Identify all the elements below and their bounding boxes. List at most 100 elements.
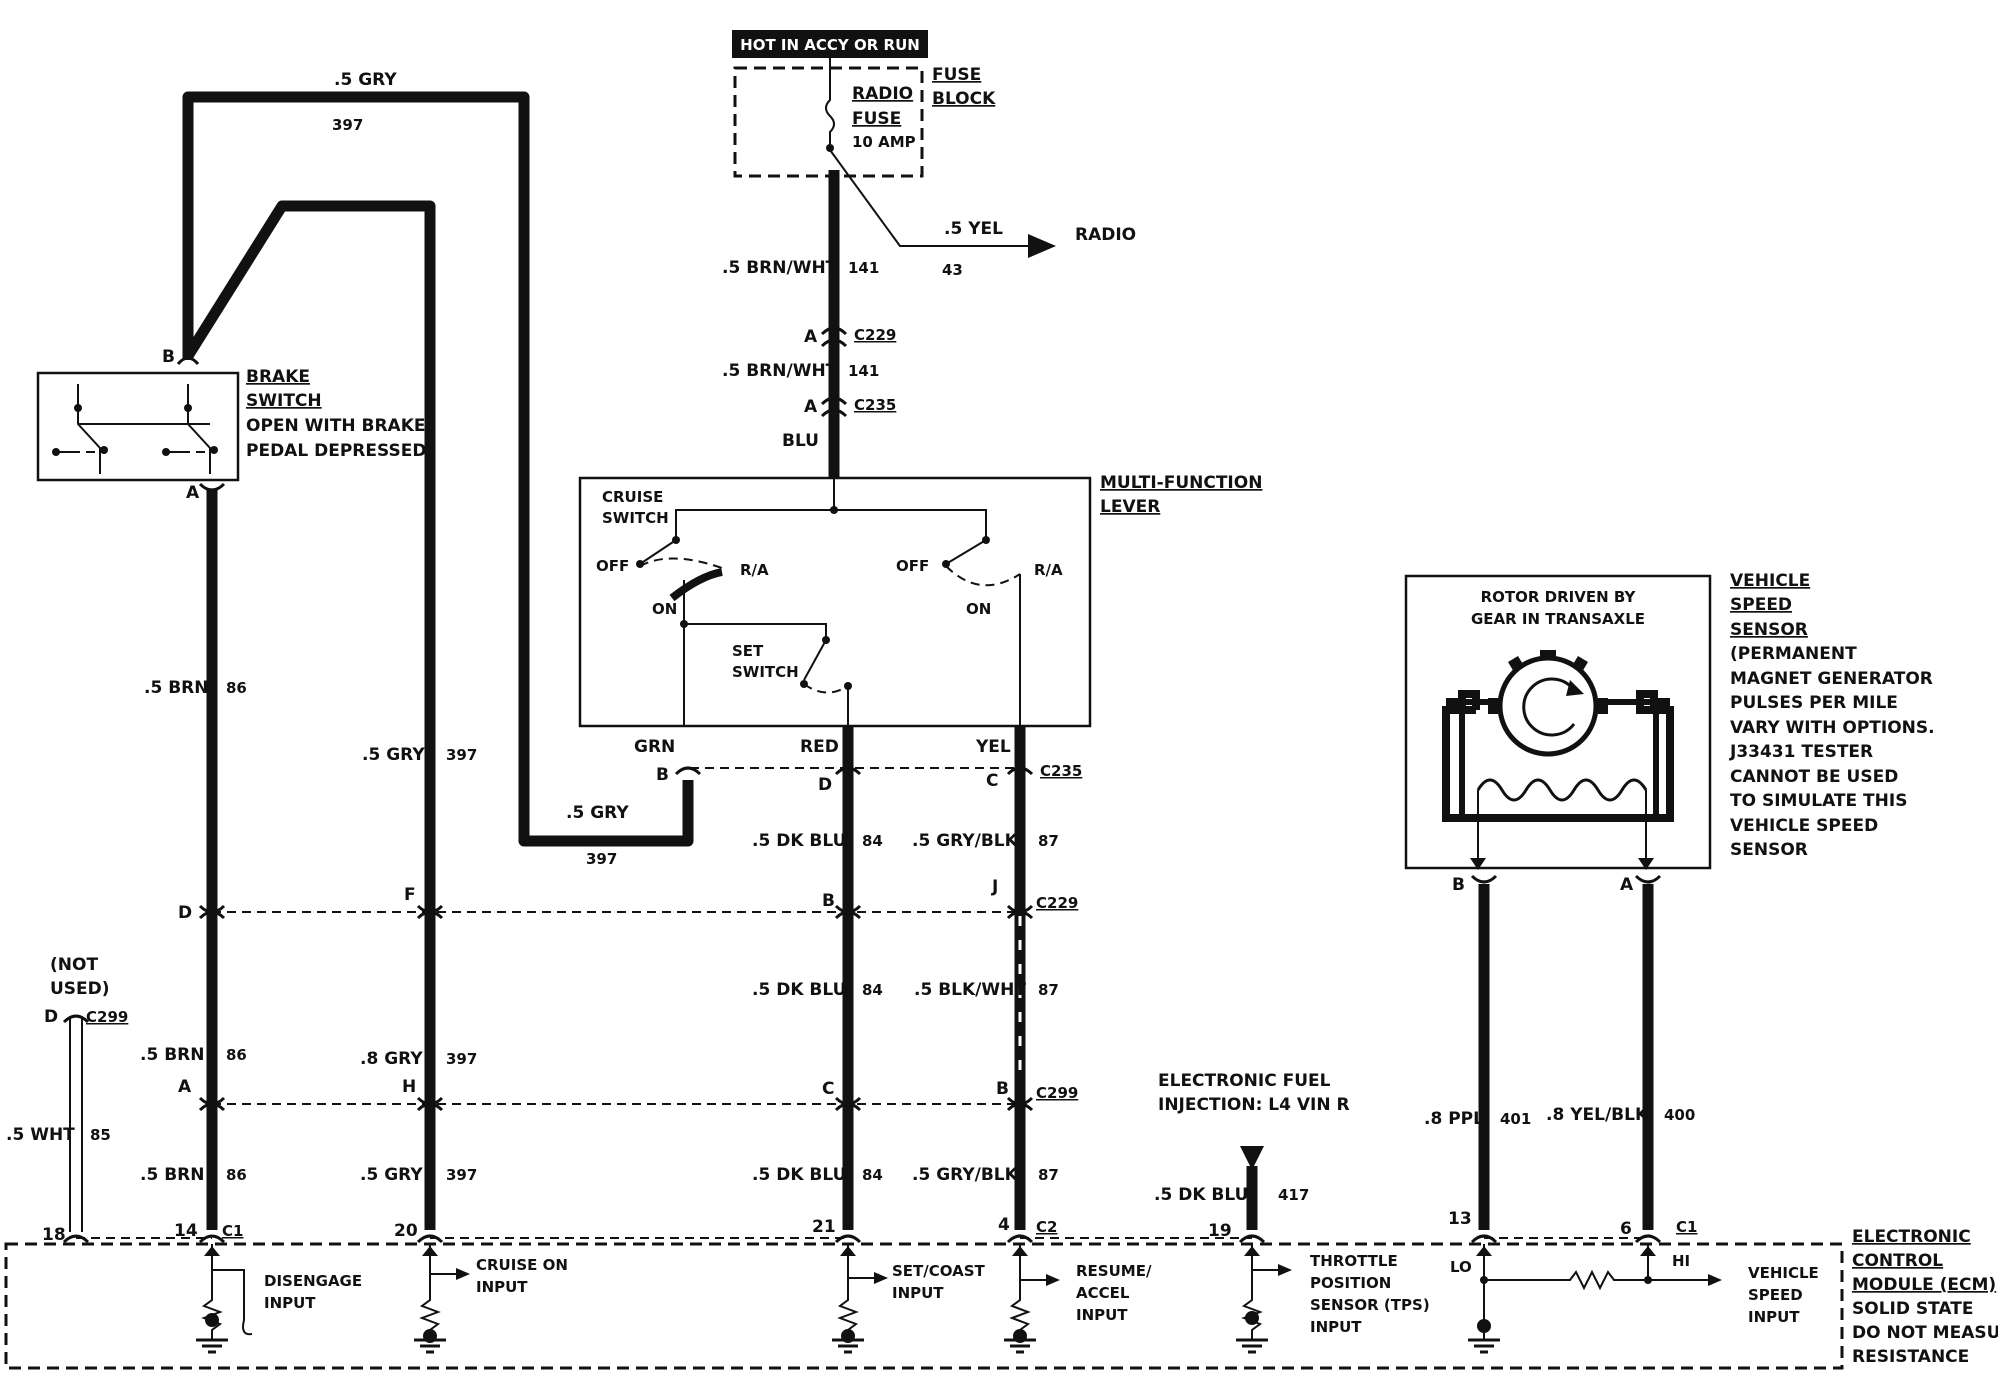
not-used-connector-icon bbox=[62, 1014, 90, 1024]
top-wire-circuit: 397 bbox=[332, 116, 363, 134]
hot-label-bg bbox=[732, 30, 928, 58]
vss-rotor-icon bbox=[1497, 655, 1599, 757]
cruise-on-label-2: INPUT bbox=[476, 1278, 528, 1296]
vss-desc-3: VARY WITH OPTIONS. bbox=[1730, 718, 1935, 738]
ecm-connector-icon bbox=[416, 1234, 444, 1244]
vss-lead-wires bbox=[1477, 790, 1647, 864]
vss-title-3: SENSOR bbox=[1730, 620, 1808, 640]
cruise-contact-node bbox=[942, 560, 950, 568]
gry-label-2: .8 GRY bbox=[360, 1049, 423, 1069]
ecm-c2: C2 bbox=[1036, 1218, 1057, 1236]
gry-label-3: .5 GRY bbox=[360, 1165, 423, 1185]
disengage-label-1: DISENGAGE bbox=[264, 1272, 362, 1290]
brake-switch-box bbox=[36, 371, 240, 482]
c229-pin-j: J bbox=[991, 877, 998, 897]
c235-pin-a: A bbox=[804, 397, 818, 417]
vss-a-connector-icon bbox=[1634, 874, 1662, 884]
multi-function-title-1: MULTI-FUNCTION bbox=[1100, 473, 1262, 493]
gry-loop-label: .5 GRY bbox=[566, 803, 629, 823]
brn-circuit-1: 86 bbox=[226, 679, 247, 697]
cruise-switch-label-2: SWITCH bbox=[602, 509, 669, 527]
tps-label-4: INPUT bbox=[1310, 1318, 1362, 1336]
cruise-contact-node bbox=[982, 536, 990, 544]
setcoast-label-2: INPUT bbox=[892, 1284, 944, 1302]
resume-label-3: INPUT bbox=[1076, 1306, 1128, 1324]
vss-rotation-arrowhead bbox=[1566, 680, 1584, 696]
fuse-block-label-2: BLOCK bbox=[932, 89, 996, 109]
ecm-setcoast-circuit bbox=[832, 1244, 888, 1354]
vss-desc-2: PULSES PER MILE bbox=[1730, 693, 1898, 713]
ecm-connector-icon bbox=[1634, 1234, 1662, 1244]
brn-circuit-2: 86 bbox=[226, 1046, 247, 1064]
blkwht-label: .5 BLK/WHT bbox=[914, 980, 1026, 1000]
efi-circuit: 417 bbox=[1278, 1186, 1309, 1204]
ecm-c1-right: C1 bbox=[1676, 1218, 1697, 1236]
vss-input-label-1: VEHICLE bbox=[1748, 1264, 1819, 1282]
tps-label-3: SENSOR (TPS) bbox=[1310, 1296, 1430, 1314]
radio-fuse-label-1: RADIO bbox=[852, 84, 913, 104]
ecm-connector-icon bbox=[1238, 1234, 1266, 1244]
feed-wire-label-3: BLU bbox=[782, 431, 819, 451]
brake-switch-a-connector-icon bbox=[198, 482, 226, 492]
vss-hi-label: HI bbox=[1672, 1252, 1690, 1270]
ecm-pin-21: 21 bbox=[812, 1217, 836, 1237]
brake-to-gry-wire bbox=[183, 200, 436, 1230]
brake-contact-node bbox=[184, 404, 192, 412]
red-label: RED bbox=[800, 737, 839, 757]
feed-circuit-1: 141 bbox=[848, 259, 879, 277]
gry-circuit-1: 397 bbox=[446, 746, 477, 764]
ecm-tps-circuit bbox=[1236, 1244, 1292, 1354]
yel-label: YEL bbox=[975, 737, 1011, 757]
feed-circuit-2: 141 bbox=[848, 362, 879, 380]
gry-label-1: .5 GRY bbox=[362, 745, 425, 765]
ecm-title-1: CONTROL bbox=[1852, 1251, 1943, 1271]
vss-desc-6: TO SIMULATE THIS bbox=[1730, 791, 1907, 811]
vss-lo-label: LO bbox=[1450, 1258, 1472, 1276]
radio-fuse-icon bbox=[825, 58, 835, 148]
not-used-2: USED) bbox=[50, 979, 110, 999]
set-switch-wiring bbox=[683, 574, 1021, 726]
c235-b-connector-icon bbox=[674, 766, 702, 776]
ecm-resume-circuit bbox=[1004, 1244, 1060, 1354]
off-label-1: OFF bbox=[596, 557, 629, 575]
not-used-pin-d: D bbox=[44, 1007, 58, 1027]
vss-desc-8: SENSOR bbox=[1730, 840, 1808, 860]
brake-contact-node bbox=[74, 404, 82, 412]
radio-fuse-label-2: FUSE bbox=[852, 109, 901, 129]
brake-switch-title-2: SWITCH bbox=[246, 391, 322, 411]
brake-switch-pin-b: B bbox=[162, 347, 175, 367]
c229-b-connector-icon bbox=[834, 904, 862, 920]
ecm-cruise-circuit bbox=[414, 1244, 470, 1354]
brake-switch-desc-1: OPEN WITH BRAKE bbox=[246, 416, 425, 436]
gry-loop-circuit: 397 bbox=[586, 850, 617, 868]
ecm-title-3: SOLID STATE bbox=[1852, 1299, 1973, 1319]
multi-function-title-2: LEVER bbox=[1100, 497, 1160, 517]
fuse-node bbox=[826, 144, 834, 152]
ecm-outline bbox=[4, 1242, 1844, 1370]
cruise-on-label-1: CRUISE ON bbox=[476, 1256, 568, 1274]
brake-switch-title-1: BRAKE bbox=[246, 367, 310, 387]
c235-feed-label: C235 bbox=[854, 396, 896, 414]
c299-pin-h: H bbox=[402, 1077, 416, 1097]
wht-wire-label: .5 WHT bbox=[6, 1125, 75, 1145]
set-switch-link bbox=[803, 683, 849, 694]
c235-pin-b: B bbox=[656, 765, 669, 785]
vss-desc-5: CANNOT BE USED bbox=[1730, 767, 1898, 787]
tps-label-1: THROTTLE bbox=[1310, 1252, 1398, 1270]
brake-switch-desc-2: PEDAL DEPRESSED bbox=[246, 441, 426, 461]
dkblu-label-3: .5 DK BLU bbox=[752, 1165, 846, 1185]
grn-label: GRN bbox=[634, 737, 675, 757]
hot-label: HOT IN ACCY OR RUN bbox=[740, 36, 920, 54]
vss-input-label-2: SPEED bbox=[1748, 1286, 1803, 1304]
disengage-label-2: INPUT bbox=[264, 1294, 316, 1312]
efi-wire-label: .5 DK BLU bbox=[1154, 1185, 1248, 1205]
not-used-1: (NOT bbox=[50, 955, 98, 975]
ecm-pin-20: 20 bbox=[394, 1221, 418, 1241]
ecm-connector-icon bbox=[834, 1234, 862, 1244]
vss-inner-2: GEAR IN TRANSAXLE bbox=[1471, 610, 1645, 628]
ra-label-1: R/A bbox=[740, 561, 769, 579]
cruise-on-arc-icon bbox=[669, 568, 723, 602]
resume-label-2: ACCEL bbox=[1076, 1284, 1130, 1302]
c235-connector-icon bbox=[820, 396, 848, 418]
